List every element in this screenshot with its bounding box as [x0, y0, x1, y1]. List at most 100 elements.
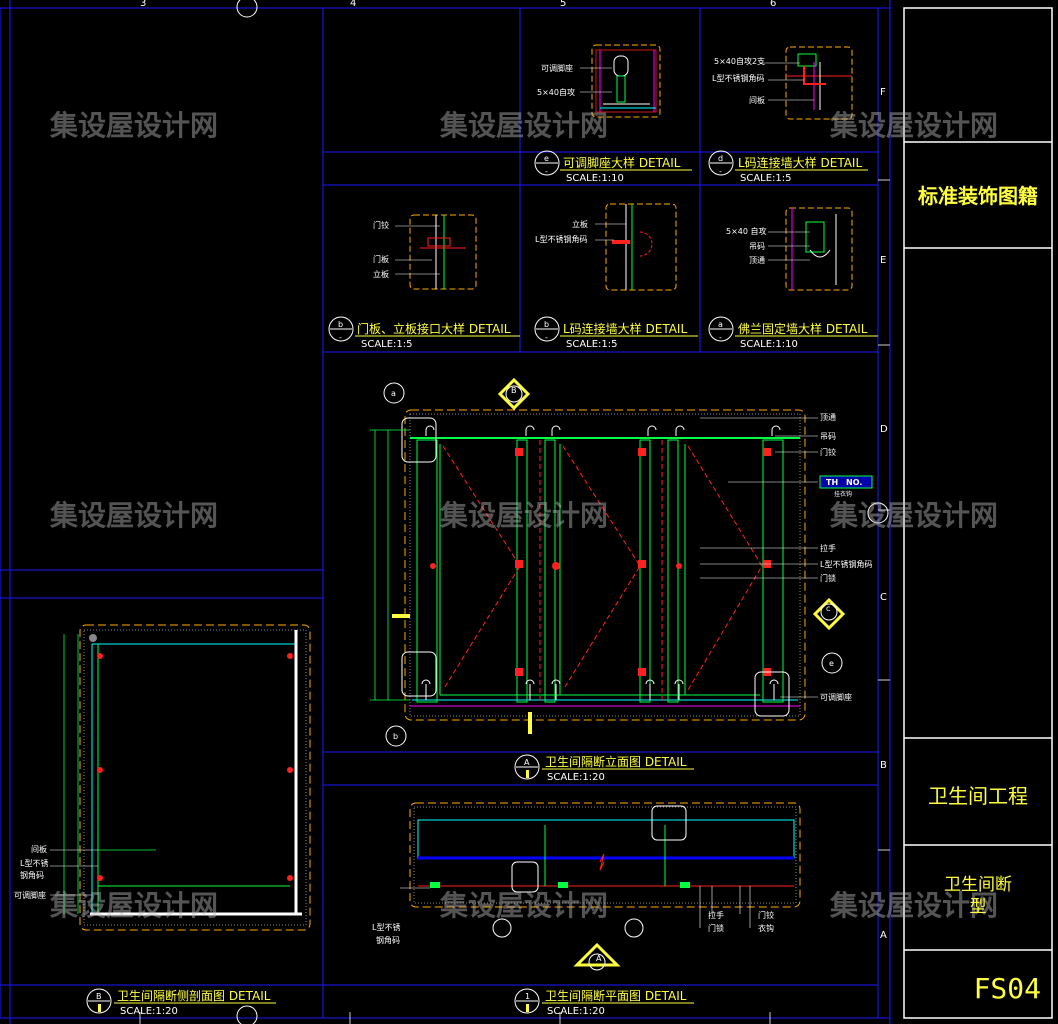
watermark-2: 集设屋设计网 [439, 109, 608, 142]
grid-letter-e: E [880, 255, 886, 266]
section-title: 卫生间隔断侧剖面图 DETAIL [117, 988, 271, 1003]
detail-e-label-foot: 可调脚座 [541, 63, 573, 73]
detail-b2-title: L码连接墙大样 DETAIL [563, 321, 687, 336]
plan-label-bracket-2: 钢角码 [376, 935, 400, 945]
watermark-5: 集设屋设计网 [439, 499, 608, 532]
section-label-foot: 可调脚座 [14, 890, 46, 900]
detail-d-bubble [708, 150, 734, 176]
detail-d-label-panel: 间板 [749, 95, 765, 105]
section-bubble [86, 988, 112, 1014]
callout-b-bottom [385, 725, 407, 747]
detail-b2-label-bracket: L型不锈钢角码 [535, 234, 587, 244]
row-bubble [867, 502, 889, 524]
detail-a-bubble [708, 316, 734, 342]
detail-e-sub: - [545, 167, 548, 176]
detail-b1-label-upright: 立板 [373, 269, 389, 279]
elevation-indicator-th: TH [826, 478, 838, 487]
elevation-label-bracket: L型不锈钢角码 [820, 559, 872, 569]
plan-scale: SCALE:1:20 [547, 1006, 605, 1017]
title-block-collection: 标准装饰图籍 [918, 184, 1038, 208]
grid-letter-f: F [880, 87, 886, 98]
detail-a-scale: SCALE:1:10 [740, 339, 798, 350]
detail-b1-sub: - [339, 333, 342, 342]
section-scale: SCALE:1:20 [120, 1006, 178, 1017]
detail-b2-drawing [595, 203, 677, 291]
section-label-bracket-1: L型不锈 [20, 858, 48, 868]
svg-text:B: B [511, 386, 517, 395]
detail-e-scale: SCALE:1:10 [566, 173, 624, 184]
detail-a-id: a [718, 320, 723, 329]
detail-a-title: 佛兰固定墙大样 DETAIL [738, 321, 868, 336]
watermark-4: 集设屋设计网 [49, 499, 218, 532]
detail-e-title: 可调脚座大样 DETAIL [563, 155, 681, 170]
watermark-8: 集设屋设计网 [439, 889, 608, 922]
elevation-title: 卫生间隔断立面图 DETAIL [545, 754, 687, 769]
plan-id: 1 [525, 992, 530, 1001]
detail-d-sub: - [719, 167, 722, 176]
detail-b1-label-door: 门板 [373, 254, 389, 264]
detail-b1-bubble [328, 316, 354, 342]
plan-bubble [514, 988, 540, 1014]
detail-b2-bubble [534, 316, 560, 342]
plan-title: 卫生间隔断平面图 DETAIL [545, 988, 687, 1003]
callout-a-top [383, 382, 405, 404]
detail-a-label-screw: 5×40 自攻 [726, 226, 767, 236]
plan-callout-left [492, 918, 512, 938]
grid-letter-a: A [880, 930, 887, 941]
detail-b2-label-upright: 立板 [572, 219, 588, 229]
detail-d-scale: SCALE:1:5 [740, 173, 792, 184]
elevation-drawing [370, 409, 873, 734]
detail-d-label-screw: 5×40自攻2支 [714, 56, 765, 66]
section-drawing [50, 624, 311, 931]
detail-a-drawing [768, 207, 853, 291]
title-block-project: 卫生间工程 [928, 784, 1028, 808]
callout-a-top-label: a [391, 389, 396, 398]
plan-label-bracket-1: L型不锈 [372, 922, 400, 932]
detail-b2-scale: SCALE:1:5 [566, 339, 618, 350]
plan-drawing [400, 802, 801, 971]
watermark-1: 集设屋设计网 [49, 109, 218, 142]
elevation-indicator-no: NO. [846, 478, 862, 487]
detail-b1-drawing [395, 214, 477, 290]
detail-b2-sub: - [545, 333, 548, 342]
detail-b1-label-hinge: 门铰 [373, 220, 389, 230]
watermark-3: 集设屋设计网 [829, 109, 998, 142]
detail-d-title: L码连接墙大样 DETAIL [738, 155, 862, 170]
section-label-panel: 间板 [31, 844, 47, 854]
detail-b1-title: 门板、立板接口大样 DETAIL [357, 321, 511, 336]
callout-e-right-label: e [829, 659, 834, 668]
grid-letter-c: C [880, 592, 887, 603]
title-block-sheet-no: FS04 [973, 972, 1041, 1005]
detail-e-id: e [544, 154, 549, 163]
plan-label-handle: 拉手 [708, 910, 724, 920]
title-block [903, 7, 1053, 1019]
section-label-bracket-2: 钢角码 [20, 870, 44, 880]
watermark-7: 集设屋设计网 [49, 889, 218, 922]
detail-d-id: d [718, 154, 723, 163]
section-id: B [96, 992, 102, 1001]
column-mark-3: 3 [140, 0, 146, 9]
elevation-scale: SCALE:1:20 [547, 772, 605, 783]
elevation-label-foot: 可调脚座 [820, 692, 852, 702]
plan-label-hinge: 门铰 [758, 910, 774, 920]
watermarks: 集设屋设计网 集设屋设计网 集设屋设计网 集设屋设计网 集设屋设计网 集设屋设计… [49, 109, 998, 922]
column-mark-5: 5 [560, 0, 566, 9]
section-marker-c: c [812, 597, 846, 631]
plan-section-marker [573, 942, 621, 967]
watermark-6: 集设屋设计网 [829, 499, 998, 532]
detail-e-bubble [534, 150, 560, 176]
detail-e-drawing [580, 44, 661, 118]
grid-letter-b: B [880, 760, 887, 771]
elevation-indicator-sub: 挂衣钩 [834, 490, 852, 498]
grid-letter-d: D [880, 424, 888, 435]
plan-label-lock: 门锁 [708, 923, 724, 933]
plan-section-marker-label: A [596, 954, 602, 963]
elevation-label-hanger: 吊码 [820, 432, 836, 441]
detail-b1-scale: SCALE:1:5 [361, 339, 413, 350]
callout-e-right [821, 652, 843, 674]
plan-callout-right [624, 918, 644, 938]
svg-text:c: c [826, 604, 830, 613]
grid-ruler [139, 179, 890, 1024]
callout-b-bottom-label: b [393, 732, 398, 741]
